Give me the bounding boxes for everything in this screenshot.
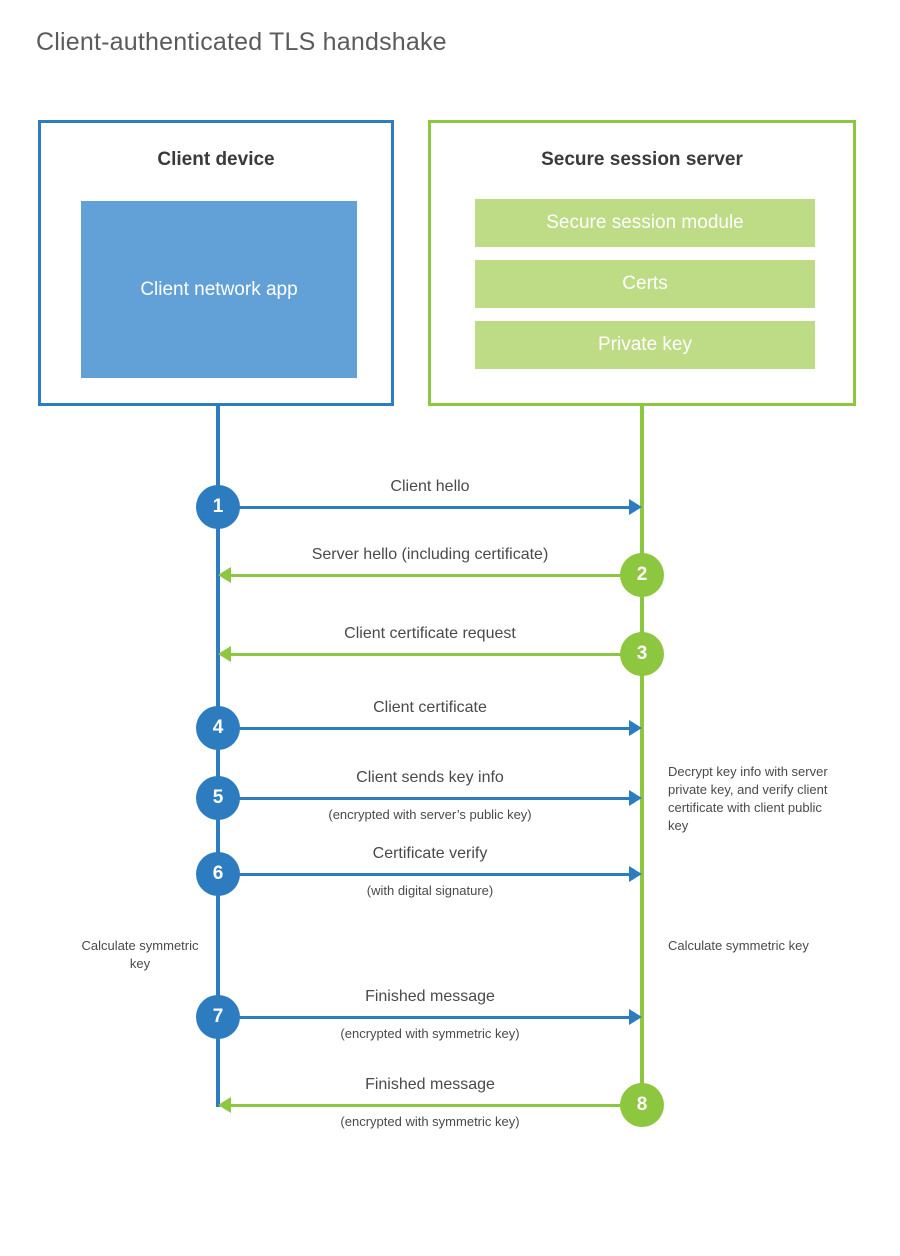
- step-2-badge[interactable]: 2: [620, 553, 664, 597]
- step-5-sublabel: (encrypted with server’s public key): [328, 807, 532, 822]
- step-1-arrow-line: [218, 506, 629, 509]
- step-8-label: Finished message: [365, 1076, 495, 1093]
- step-6-label: Certificate verify: [372, 845, 488, 862]
- step-7-label: Finished message: [365, 988, 495, 1005]
- step-6-badge[interactable]: 6: [196, 852, 240, 896]
- step-7-arrow-head: [629, 1009, 642, 1025]
- secure-session-server-title: Secure session server: [541, 149, 743, 170]
- step-1-label: Client hello: [390, 478, 470, 495]
- client-lifeline: [216, 404, 220, 1107]
- client-calculate-symmetric-key-annotation: Calculate symmetric key: [81, 938, 199, 971]
- step-4-arrow-head: [629, 720, 642, 736]
- server-component-secure-session-module: Secure session module: [475, 199, 815, 247]
- step-6-arrow-line: [218, 873, 629, 876]
- step-4-arrow-line: [218, 727, 629, 730]
- secure-session-server-box: Secure session server Secure session mod…: [428, 120, 856, 406]
- server-component-private-key: Private key: [475, 321, 815, 369]
- step-2-label: Server hello (including certificate): [311, 546, 549, 563]
- step-1-badge[interactable]: 1: [196, 485, 240, 529]
- step-2-arrow-line: [231, 574, 642, 577]
- step-3-arrow-line: [231, 653, 642, 656]
- step-8-sublabel: (encrypted with symmetric key): [340, 1114, 520, 1129]
- step-4-label: Client certificate: [373, 699, 487, 716]
- step-6-sublabel: (with digital signature): [366, 883, 494, 898]
- server-lifeline: [640, 404, 644, 1107]
- server-calculate-symmetric-key-annotation: Calculate symmetric key: [668, 938, 809, 953]
- step-2-arrow-head: [218, 567, 231, 583]
- step-3-badge[interactable]: 3: [620, 632, 664, 676]
- server-components-list: Secure session module Certs Private key: [475, 199, 815, 382]
- server-component-certs: Certs: [475, 260, 815, 308]
- step-1-arrow-head: [629, 499, 642, 515]
- step-3-arrow-head: [218, 646, 231, 662]
- step-3-label: Client certificate request: [344, 625, 516, 642]
- step-5-arrow-head: [629, 790, 642, 806]
- client-network-app-block: Client network app: [81, 201, 357, 378]
- client-device-title: Client device: [157, 149, 275, 170]
- step-8-arrow-line: [231, 1104, 642, 1107]
- client-device-box: Client device Client network app: [38, 120, 394, 406]
- step-7-sublabel: (encrypted with symmetric key): [340, 1026, 520, 1041]
- step-5-label: Client sends key info: [356, 769, 504, 786]
- step-5-arrow-line: [218, 797, 629, 800]
- step-6-arrow-head: [629, 866, 642, 882]
- step-8-badge[interactable]: 8: [620, 1083, 664, 1127]
- step-5-badge[interactable]: 5: [196, 776, 240, 820]
- step-7-badge[interactable]: 7: [196, 995, 240, 1039]
- step-4-badge[interactable]: 4: [196, 706, 240, 750]
- step-7-arrow-line: [218, 1016, 629, 1019]
- server-decrypt-annotation: Decrypt key info with server private key…: [668, 764, 828, 833]
- page-title: Client-authenticated TLS handshake: [36, 28, 447, 56]
- step-8-arrow-head: [218, 1097, 231, 1113]
